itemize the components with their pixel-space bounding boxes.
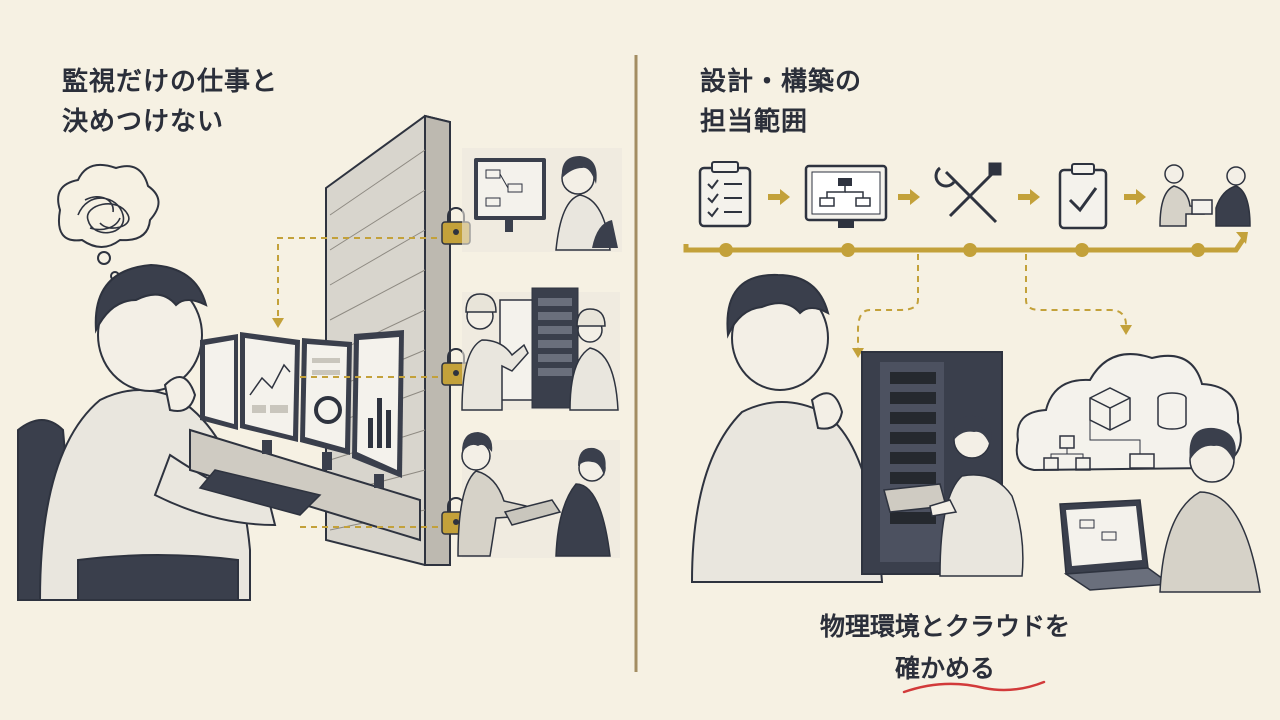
monitor-diagram-icon (804, 164, 888, 228)
left-heading-line-2: 決めつけない (62, 107, 225, 137)
right-caption: 物理環境とクラウドを 確かめる (780, 606, 1110, 690)
tangled-thought-bubble (57, 164, 160, 281)
right-caption-line-1: 物理環境とクラウドを (819, 612, 1070, 641)
dashed-link-top (277, 237, 448, 318)
right-heading: 設計・構築の 担当範囲 (700, 62, 862, 142)
designer-scene (462, 148, 622, 252)
dashed-link-to-cloud (1025, 254, 1127, 326)
operator-person (38, 263, 277, 601)
technician-person (929, 415, 1024, 577)
left-heading: 監視だけの仕事と 決めつけない (62, 62, 278, 142)
datacenter-workers-scene (461, 287, 620, 411)
handover-icon (1159, 164, 1251, 227)
tools-icon (934, 162, 1002, 224)
checklist-icon (698, 161, 752, 228)
server-rack (861, 351, 1003, 575)
right-heading-line-2: 担当範囲 (700, 107, 809, 137)
handover-scene (457, 432, 620, 558)
right-heading-line-1: 設計・構築の (700, 67, 863, 97)
monitor-array (189, 330, 421, 542)
red-underline (902, 680, 1046, 694)
process-timeline (683, 232, 1248, 257)
right-caption-line-2: 確かめる (894, 654, 995, 683)
dashed-link-to-rack (857, 254, 919, 348)
laptop-user (1059, 427, 1261, 593)
process-arrows (768, 189, 1146, 205)
cloud-architecture-diagram (1015, 353, 1242, 472)
left-heading-line-1: 監視だけの仕事と (62, 67, 279, 97)
thinking-person (690, 273, 884, 583)
clipboard-check-icon (1058, 163, 1108, 230)
